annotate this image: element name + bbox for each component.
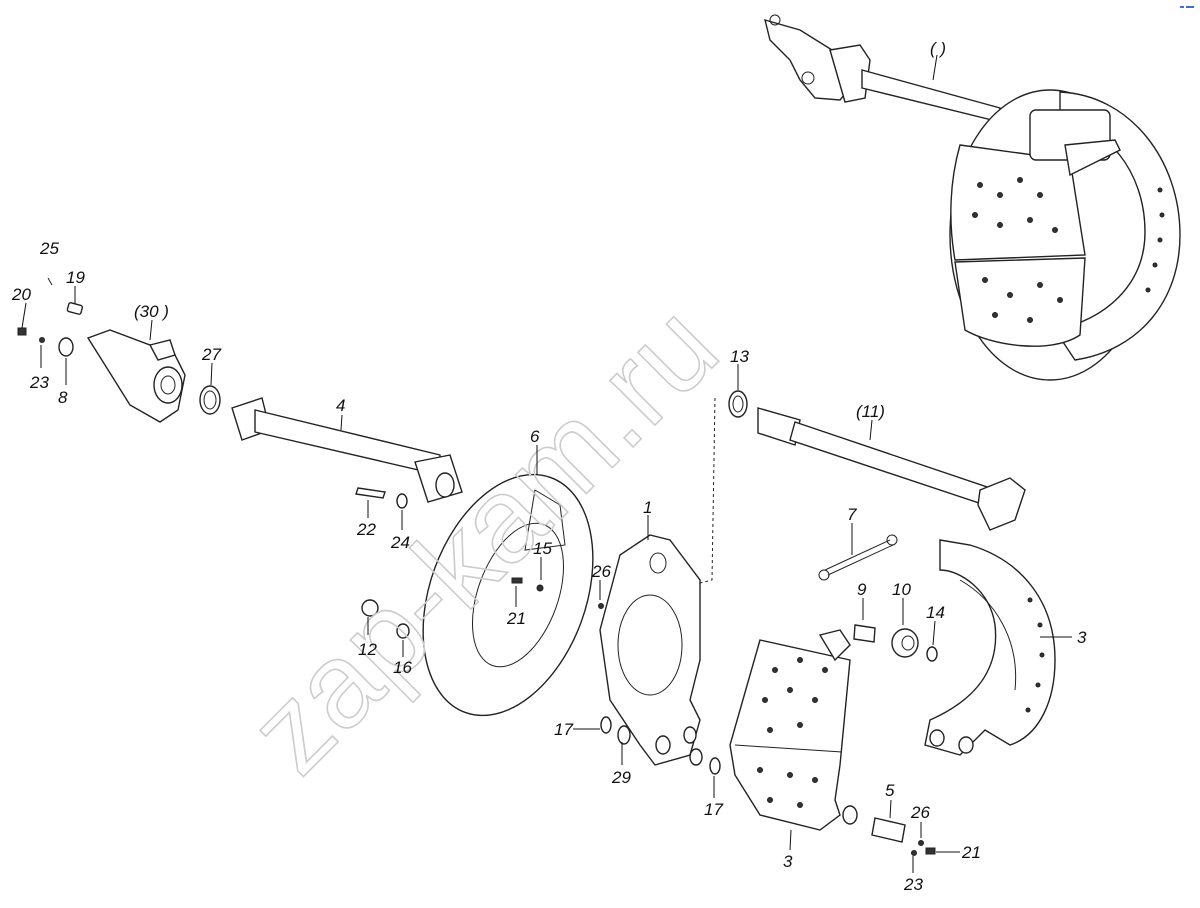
callout-23-bottom: 23 [903,875,923,894]
callout-26-top: 26 [591,562,611,581]
support-1 [599,534,701,766]
callout-11: (11) [856,402,885,421]
corner-mark [1180,6,1194,8]
bolt-26 [598,603,604,609]
callout-17-right: 17 [704,800,723,819]
callout-1: 1 [643,498,652,517]
roller-10 [891,628,919,658]
bolt-21-bottom [925,847,936,855]
callout-5: 5 [885,781,895,800]
assembled-brake [764,14,1181,381]
ring-27 [199,385,221,415]
washer-26-bottom [918,840,924,846]
callout-3-right: 3 [1077,628,1087,647]
pin-5 [871,817,906,843]
callout-24: 24 [390,533,410,552]
callout-16: 16 [393,658,412,677]
callout-13: 13 [730,347,749,366]
washer-8 [58,337,74,357]
axis-line [699,397,716,584]
callout-6: 6 [530,427,540,446]
brake-shoe-3-right [924,539,1056,756]
washer-24 [396,493,408,509]
pin-19 [66,302,84,315]
callout-26-bottom: 26 [910,803,930,822]
nut-15 [536,584,544,592]
callout-14: 14 [926,603,945,622]
camshaft-11 [757,407,1026,531]
callout-12: 12 [358,640,377,659]
callout-20: 20 [11,285,31,304]
spring-7 [818,534,898,581]
callout-3-bottom: 3 [783,852,793,871]
callout-7: 7 [847,505,857,524]
callout-10: 10 [892,580,911,599]
callout-22: 22 [356,520,376,539]
callout-23-left: 23 [29,373,49,392]
bolt-21-shield [511,577,523,584]
slack-adjuster [86,329,186,423]
axle-9 [853,624,876,643]
callout-19: 19 [66,268,85,287]
washer-23-bottom [911,850,917,856]
ring-17-right [689,748,721,775]
callout-4: 4 [336,396,345,415]
bolt-20 [17,327,27,336]
callout-30: (30 ) [134,302,169,321]
callout-29: 29 [611,768,631,787]
washer-23-left [39,337,45,343]
pin-25 [47,277,53,286]
callout-25: 25 [39,239,59,258]
bracket-tube-4 [231,397,463,503]
ring-14 [926,646,938,662]
ring-13 [728,390,748,418]
bolt-22 [355,487,386,499]
callout-17-left: 17 [554,720,573,739]
brake-shoe-3-bottom [729,629,858,831]
dust-shield-6 [422,473,594,717]
callout-15: 15 [533,539,552,558]
ring-29 [617,725,631,745]
callout-27: 27 [201,345,221,364]
callout-21-bottom: 21 [961,843,981,862]
fitting-16 [396,623,410,639]
callout-8: 8 [58,388,68,407]
leader-lines [21,54,1072,873]
callout-21-shield: 21 [506,609,526,628]
cap-12 [361,599,379,617]
callout-assembly: ( ) [930,39,946,58]
callout-9: 9 [857,580,867,599]
ring-17-left [600,716,612,734]
